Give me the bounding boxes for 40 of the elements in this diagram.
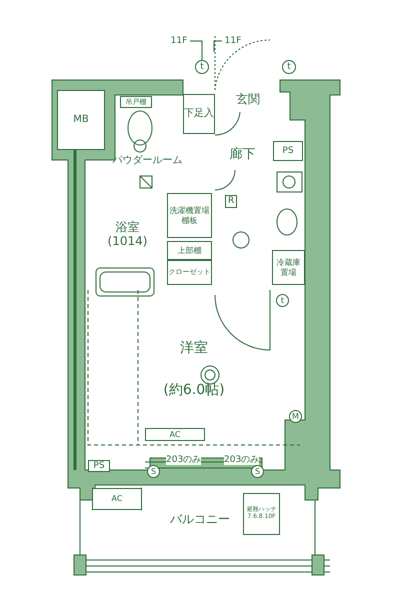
leader-text: 11F <box>168 35 190 47</box>
room-label: 下足入 <box>184 108 214 120</box>
washer-space <box>167 193 212 238</box>
shelf <box>167 241 212 260</box>
shoe-cabinet <box>183 94 215 134</box>
room-label: 上部棚 <box>178 246 202 256</box>
room-label: 玄関 <box>236 93 260 107</box>
outlet-symbol: t <box>282 60 296 74</box>
symbol-letter: M <box>289 410 302 423</box>
note-label: 203のみ <box>166 456 202 465</box>
symbol-letter: t <box>276 294 289 307</box>
wall-cabinet <box>120 96 152 108</box>
closet <box>167 260 212 285</box>
room-note: (約6.0帖) <box>163 382 225 398</box>
room-label: AC <box>170 430 180 440</box>
room-label: PS <box>93 460 105 472</box>
room-label: 洗濯機置場 <box>170 206 210 216</box>
room-label: 冷蔵庫置場 <box>276 258 302 277</box>
room-label: MB <box>73 114 89 126</box>
leader-text: 11F <box>222 35 244 47</box>
room-label: 浴室 <box>116 221 140 235</box>
air-conditioner <box>145 428 205 441</box>
room-note: 棚板 <box>182 216 198 225</box>
room-label: PS <box>282 146 294 156</box>
outlet-symbol: t <box>195 60 209 74</box>
leader-line <box>214 40 222 52</box>
outdoor-unit <box>92 488 142 510</box>
leader-line <box>190 40 202 60</box>
meter-box-room <box>57 90 105 150</box>
room-note: (1014) <box>108 235 148 249</box>
pipe-shaft <box>273 141 303 161</box>
room-label: バルコニー <box>170 513 230 527</box>
fridge-space <box>272 250 305 285</box>
room-label: AC <box>112 494 122 504</box>
range-hood-mark: R <box>225 195 238 208</box>
escape-hatch <box>243 493 280 535</box>
note-label: 203のみ <box>224 456 260 465</box>
room-label: 廊下 <box>230 148 256 163</box>
pipe-shaft <box>88 460 110 472</box>
room-label: 洋室 <box>180 340 208 356</box>
